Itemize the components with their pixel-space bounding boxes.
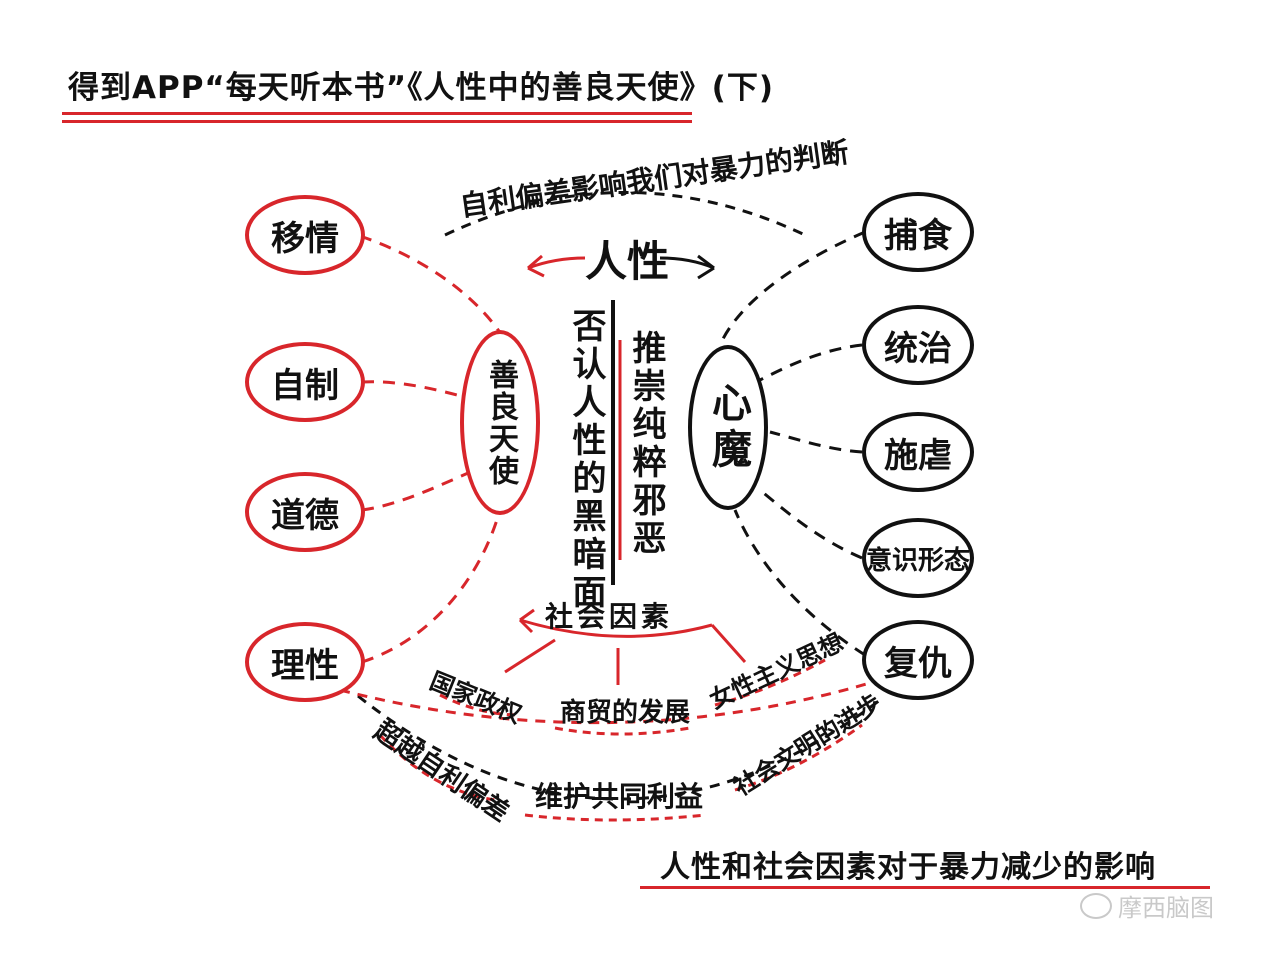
social-arc xyxy=(519,618,713,638)
title-underline xyxy=(62,112,692,115)
connector-ideology xyxy=(759,488,863,560)
angel-node: 善良天使 xyxy=(460,330,540,515)
right-node-1-label: 捕食 xyxy=(884,215,952,256)
right-node-2-label: 统治 xyxy=(884,328,952,369)
social-factors-label: 社会因素 xyxy=(545,600,674,633)
left-node-1: 移情 xyxy=(245,195,365,275)
connector-reason xyxy=(361,509,502,664)
top-arc xyxy=(444,191,806,237)
footer-caption: 人性和社会因素对于暴力减少的影响 xyxy=(660,850,1156,885)
connector-dominance xyxy=(759,343,863,382)
watermark: 摩西脑图 xyxy=(1080,888,1214,923)
left-node-3-label: 道德 xyxy=(271,495,339,536)
angel-node-label: 善良天使 xyxy=(483,358,518,487)
left-node-4: 理性 xyxy=(245,622,365,702)
center-label: 人性 xyxy=(585,237,670,286)
right-node-4-label: 意识形态 xyxy=(866,545,971,576)
wechat-icon xyxy=(1080,892,1112,919)
demon-node-label: 心魔 xyxy=(705,381,751,474)
connector-revenge xyxy=(733,509,866,657)
connector-self-control xyxy=(361,380,476,402)
connector-sadism xyxy=(769,430,863,454)
left-node-2: 自制 xyxy=(245,342,365,422)
title-underline-2 xyxy=(62,120,692,123)
center-right-column: 推崇纯粹邪恶 xyxy=(626,330,666,558)
outer-arc-red xyxy=(339,678,881,725)
footer-underline xyxy=(640,886,1210,889)
right-node-5-label: 复仇 xyxy=(884,643,952,684)
connector-morality xyxy=(361,468,476,512)
watermark-text: 摩西脑图 xyxy=(1118,894,1214,922)
right-node-2: 统治 xyxy=(862,305,974,385)
left-node-1-label: 移情 xyxy=(271,218,339,259)
outer-item-2: 维护共同利益 xyxy=(535,780,704,813)
right-node-1: 捕食 xyxy=(862,192,974,272)
arrow-left xyxy=(527,256,586,270)
social-item-2: 商贸的发展 xyxy=(560,698,691,728)
demon-node: 心魔 xyxy=(688,345,768,510)
right-node-3-label: 施虐 xyxy=(884,435,952,476)
center-left-column: 否认人性的黑暗面 xyxy=(566,308,606,612)
connector-empathy xyxy=(359,234,507,341)
left-node-2-label: 自制 xyxy=(271,365,339,406)
left-node-3: 道德 xyxy=(245,472,365,552)
right-node-4: 意识形态 xyxy=(862,518,974,598)
left-node-4-label: 理性 xyxy=(271,645,339,686)
right-node-5: 复仇 xyxy=(862,620,974,700)
connector-predation xyxy=(718,230,866,346)
right-node-3: 施虐 xyxy=(862,412,974,492)
page-title: 得到APP“每天听本书”《人性中的善良天使》(下) xyxy=(68,70,775,106)
